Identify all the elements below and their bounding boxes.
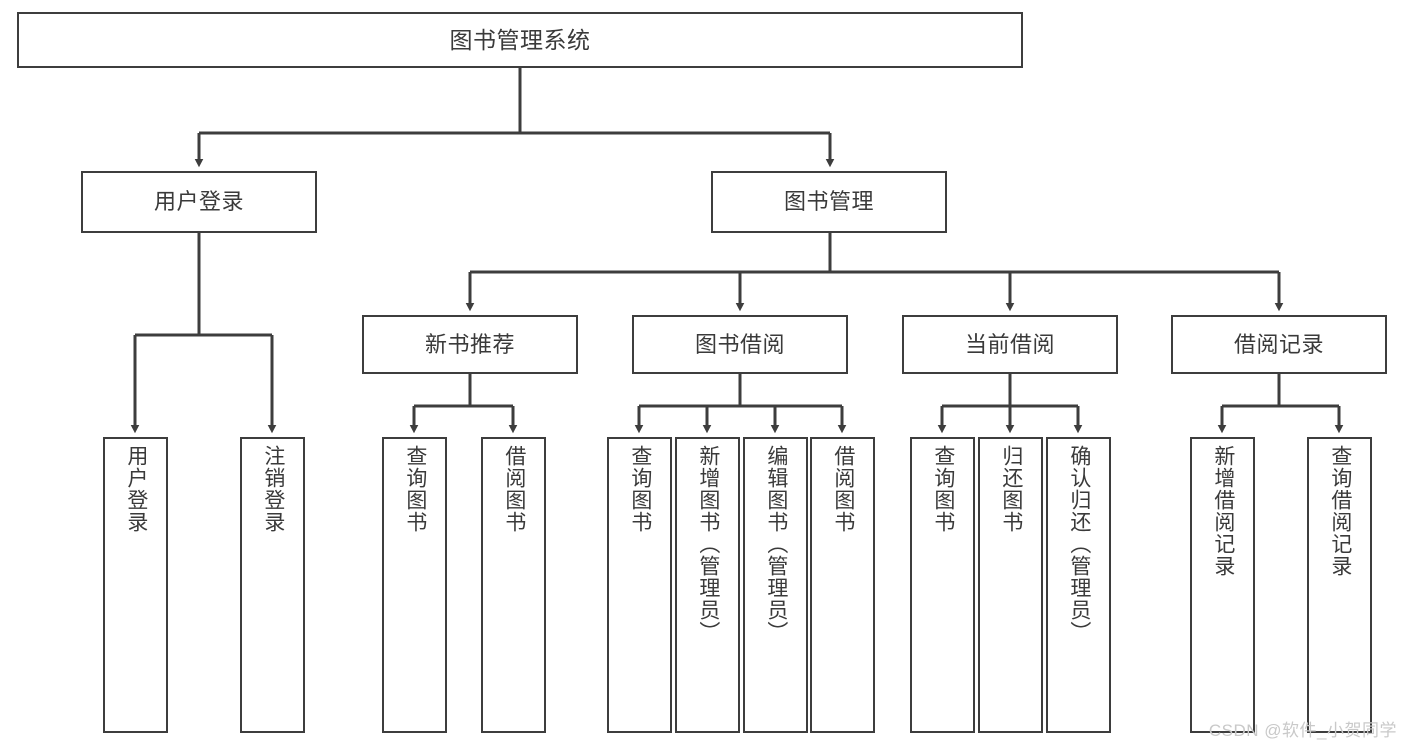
node-root-system[interactable]: 图书管理系统 <box>17 12 1023 68</box>
node-label: 图书管理系统 <box>449 26 591 53</box>
node-label: 确认归还（管理员） <box>1067 445 1091 643</box>
node-label: 查询图书 <box>403 445 427 533</box>
csdn-watermark: CSDN @软件_小贺同学 <box>1208 721 1397 740</box>
leaf-borrow-add-book-admin[interactable]: 新增图书（管理员） <box>675 437 740 733</box>
node-user-login[interactable]: 用户登录 <box>81 171 317 233</box>
node-label: 查询借阅记录 <box>1328 445 1352 577</box>
node-label: 当前借阅 <box>964 331 1055 357</box>
node-label: 新增图书（管理员） <box>696 445 720 643</box>
node-current-borrow[interactable]: 当前借阅 <box>902 315 1118 374</box>
leaf-current-confirm-return-admin[interactable]: 确认归还（管理员） <box>1046 437 1111 733</box>
node-label: 借阅图书 <box>831 445 855 533</box>
node-label: 新书推荐 <box>424 331 515 357</box>
leaf-recommend-borrow-book[interactable]: 借阅图书 <box>481 437 546 733</box>
node-label: 查询图书 <box>931 445 955 533</box>
node-label: 归还图书 <box>999 445 1023 533</box>
node-label: 图书借阅 <box>694 331 785 357</box>
leaf-user-login-login[interactable]: 用户登录 <box>103 437 168 733</box>
node-label: 编辑图书（管理员） <box>764 445 788 643</box>
leaf-record-query-record[interactable]: 查询借阅记录 <box>1307 437 1372 733</box>
node-borrow-record[interactable]: 借阅记录 <box>1171 315 1387 374</box>
leaf-current-query-book[interactable]: 查询图书 <box>910 437 975 733</box>
leaf-borrow-borrow-book[interactable]: 借阅图书 <box>810 437 875 733</box>
leaf-user-login-logout[interactable]: 注销登录 <box>240 437 305 733</box>
leaf-borrow-edit-book-admin[interactable]: 编辑图书（管理员） <box>743 437 808 733</box>
node-label: 用户登录 <box>124 445 148 533</box>
node-book-management[interactable]: 图书管理 <box>711 171 947 233</box>
node-label: 用户登录 <box>153 189 244 215</box>
node-label: 借阅图书 <box>502 445 526 533</box>
leaf-record-add-record[interactable]: 新增借阅记录 <box>1190 437 1255 733</box>
node-label: 新增借阅记录 <box>1211 445 1235 577</box>
leaf-current-return-book[interactable]: 归还图书 <box>978 437 1043 733</box>
node-label: 图书管理 <box>783 189 874 215</box>
node-book-borrow[interactable]: 图书借阅 <box>632 315 848 374</box>
leaf-recommend-query-book[interactable]: 查询图书 <box>382 437 447 733</box>
node-label: 查询图书 <box>628 445 652 533</box>
node-label: 注销登录 <box>261 445 285 533</box>
leaf-borrow-query-book[interactable]: 查询图书 <box>607 437 672 733</box>
node-label: 借阅记录 <box>1233 331 1324 357</box>
node-new-book-recommend[interactable]: 新书推荐 <box>362 315 578 374</box>
